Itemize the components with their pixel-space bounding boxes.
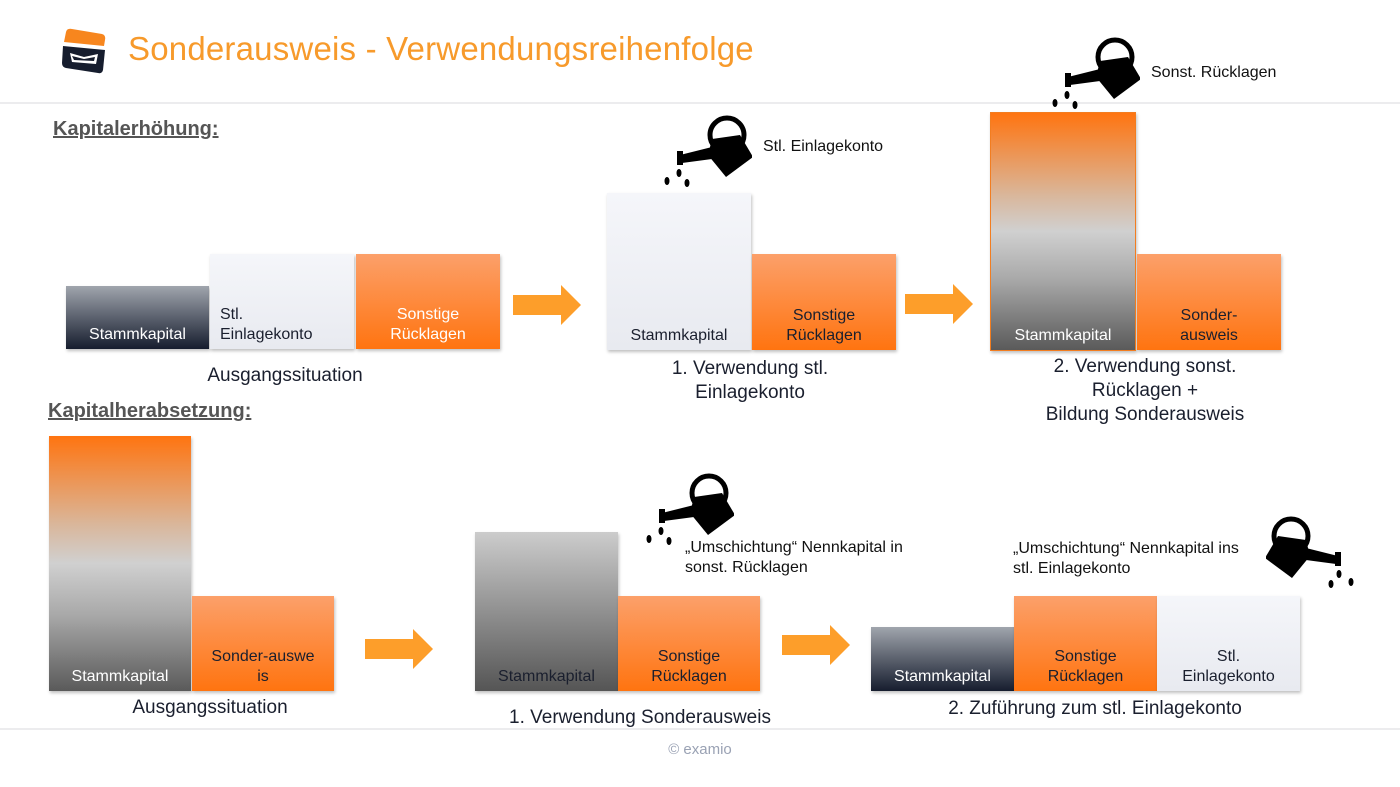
examio-logo-icon [62,28,106,74]
bar-label: Sonstige [396,306,460,323]
bar-stammkapital: Stammkapital [990,112,1136,351]
bar-label: Einlagekonto [1182,668,1275,685]
arrow-right-icon [905,284,973,324]
bar-sonderausweis: Sonder-auswe is [192,596,334,691]
bar-stammkapital: Stammkapital [871,627,1014,691]
step-caption: 1. Verwendung stl. Einlagekonto [610,357,890,405]
watering-can-icon [664,115,752,187]
bar-label: Sonstige [657,648,721,665]
watering-note: „Umschichtung“ Nennkapital ins stl. Einl… [1013,539,1239,579]
watering-can-icon [1052,37,1140,109]
watering-note: „Umschichtung“ Nennkapital in sonst. Rüc… [685,538,903,578]
note-line: stl. Einlagekonto [1013,560,1131,577]
bar-stammkapital: Stammkapital [475,532,618,691]
bar-label: Stl. [220,306,244,323]
bar-label: Rücklagen [651,668,727,685]
watering-note: Sonst. Rücklagen [1151,64,1277,81]
bar-stammkapital: Stammkapital [66,286,209,349]
bar-label: Stammkapital [894,668,991,685]
arrow-right-icon [365,629,433,669]
bar-label: Stl. [1216,648,1241,665]
bar-label: Sonder- [1180,307,1238,324]
bar-label: is [257,668,269,685]
bar-label: Rücklagen [1047,668,1124,685]
header-divider [0,102,1400,104]
caption-line: Bildung Sonderausweis [1045,404,1245,425]
copyright: © examio [668,741,732,758]
bar-label: Rücklagen [786,327,862,344]
footer-divider [0,728,1400,730]
caption-line: 2. Verwendung sonst. [1053,356,1237,377]
watering-can-icon [1266,516,1354,588]
note-line: sonst. Rücklagen [685,559,808,576]
bar-label: Stammkapital [71,668,169,685]
step-caption: 2. Verwendung sonst. Rücklagen + Bildung… [1005,355,1285,427]
bar-sonderausweis: Sonder-ausweis [1137,254,1281,350]
section-label-kapitalerhoehung: Kapitalerhöhung: [53,118,219,140]
step-caption: 1. Verwendung Sonderausweis [509,707,771,728]
bar-stammkapital: Stammkapital [607,193,751,350]
bar-stl-einlagekonto: Stl. Einlagekonto [1157,596,1300,691]
page-title: Sonderausweis - Verwendungsreihenfolge [128,30,754,67]
section-label-kapitalherabsetzung: Kapitalherabsetzung: [48,400,252,422]
note-line: „Umschichtung“ Nennkapital ins [1013,540,1239,557]
arrow-right-icon [782,625,850,665]
step-caption: 2. Zuführung zum stl. Einlagekonto [948,698,1242,719]
bar-label: Stammkapital [1014,327,1112,344]
caption-line: 1. Verwendung stl. [671,358,829,379]
bar-label: Stammkapital [498,668,595,685]
bar-stammkapital: Stammkapital [49,436,191,691]
bar-label: Sonstige [792,307,856,324]
bar-label: Sonder-auswe [211,648,315,665]
arrow-right-icon [513,285,581,325]
bar-label: Sonstige [1054,648,1117,665]
bar-label: Rücklagen [390,326,466,343]
bar-label: Einlagekonto [220,326,313,343]
bar-label: ausweis [1180,327,1238,344]
bar-label: Stammkapital [630,327,728,344]
caption-line: Rücklagen + [1091,380,1199,401]
bar-stl-einlagekonto: Stl. Einlagekonto [210,254,354,349]
watering-note: Stl. Einlagekonto [763,138,884,155]
step-caption: Ausgangssituation [207,365,363,386]
watering-can-icon [646,473,734,545]
note-line: „Umschichtung“ Nennkapital in [685,539,903,556]
caption-line: Einlagekonto [695,382,805,403]
step-caption: Ausgangssituation [132,697,288,718]
bar-label: Stammkapital [89,326,186,343]
